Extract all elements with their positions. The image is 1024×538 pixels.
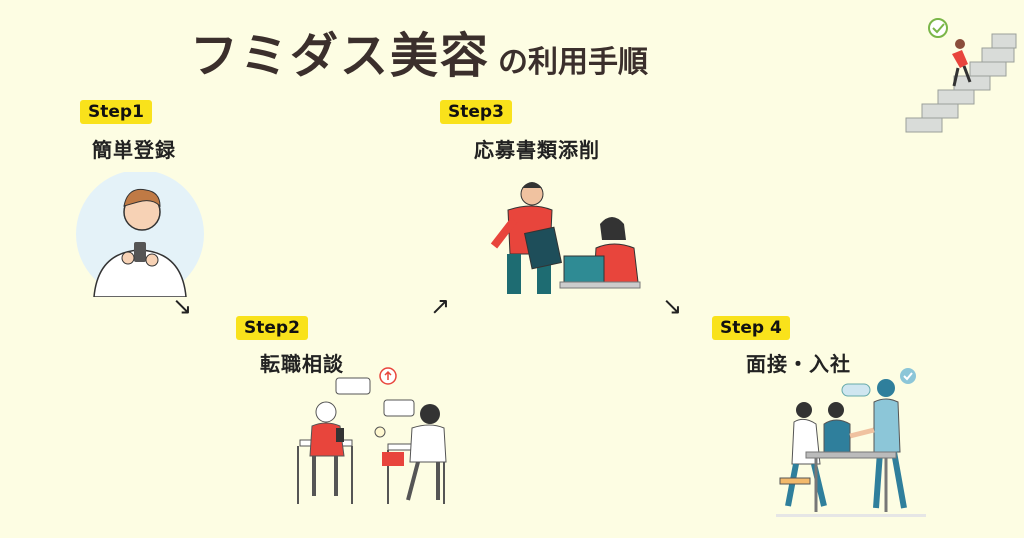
step2-name: 転職相談 bbox=[260, 352, 344, 376]
document-review-illustration bbox=[490, 182, 641, 294]
arrow-up-right: ↗ bbox=[430, 292, 451, 320]
title-suffix: の利用手順 bbox=[498, 45, 649, 80]
page-title: フミダス美容 の利用手順 bbox=[190, 16, 648, 86]
step1-badge: Step1 bbox=[80, 100, 152, 124]
step4-badge: Step 4 bbox=[712, 316, 790, 340]
step1-name: 簡単登録 bbox=[92, 138, 176, 162]
arrow-down-right: ↘ bbox=[662, 292, 683, 320]
step3-badge: Step3 bbox=[440, 100, 512, 124]
arrow-down-right: ↘ bbox=[172, 292, 193, 320]
step2-badge: Step2 bbox=[236, 316, 308, 340]
step4-name: 面接・入社 bbox=[746, 352, 851, 376]
user-with-phone-illustration bbox=[76, 172, 204, 297]
step3-name: 応募書類添削 bbox=[474, 138, 600, 162]
service-name: フミダス美容 bbox=[190, 28, 491, 84]
interview-handshake-illustration bbox=[776, 368, 926, 517]
stairs-illustration bbox=[905, 18, 1017, 133]
consultation-illustration bbox=[297, 367, 447, 504]
